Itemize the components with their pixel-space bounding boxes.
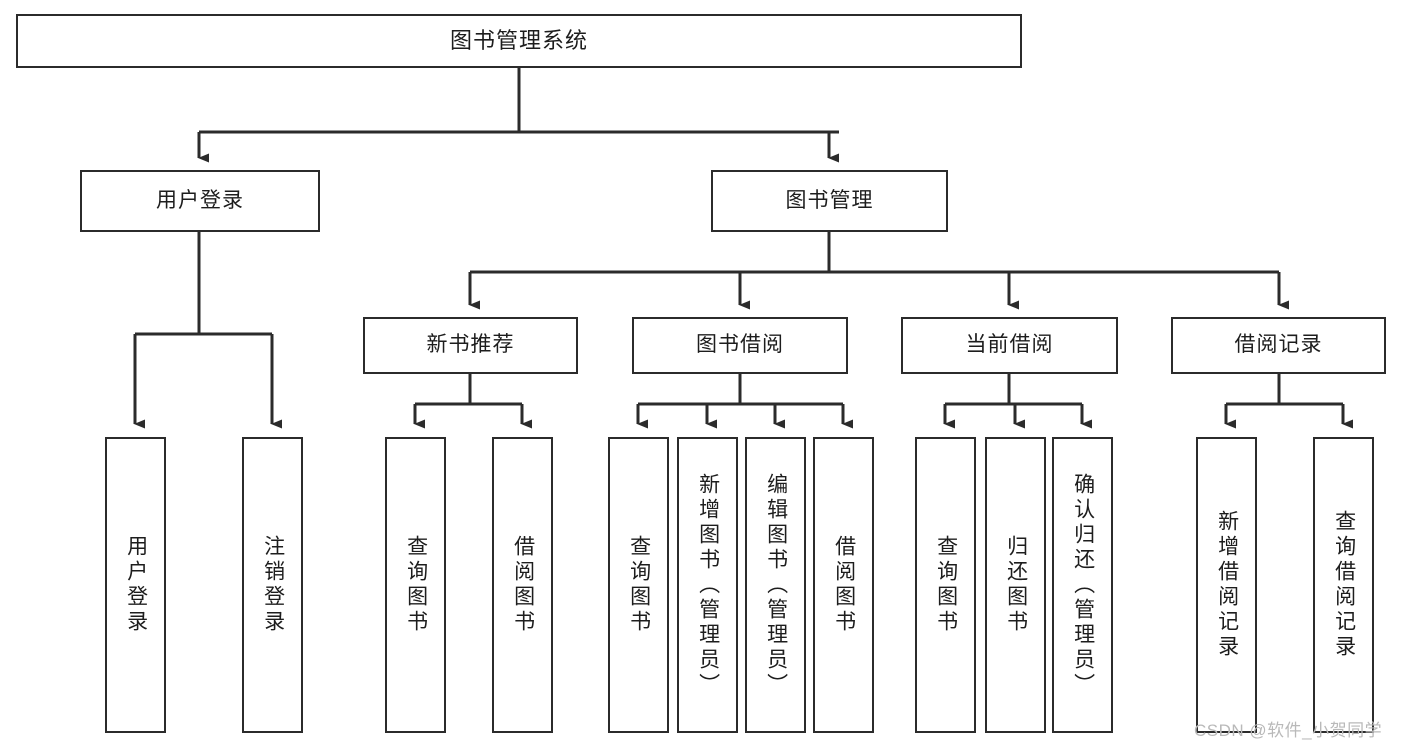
node-leaf-edit-book-label: 编辑图书（管理员） [764,472,788,698]
node-leaf-query-book-1[interactable]: 查询图书 [385,437,446,733]
node-leaf-return-book[interactable]: 归还图书 [985,437,1046,733]
csdn-watermark: CSDN @软件_小贺同学 [1194,721,1383,740]
node-current-borrow-label: 当前借阅 [965,333,1054,357]
node-leaf-borrow-book-2[interactable]: 借阅图书 [813,437,874,733]
node-leaf-confirm-return[interactable]: 确认归还（管理员） [1052,437,1113,733]
node-leaf-borrow-book-2-label: 借阅图书 [832,535,856,635]
node-book-management-label: 图书管理 [785,188,874,212]
node-leaf-return-book-label: 归还图书 [1004,535,1028,635]
node-leaf-query-book-2[interactable]: 查询图书 [608,437,669,733]
node-leaf-user-login-label: 用户登录 [124,535,148,635]
node-leaf-query-book-3[interactable]: 查询图书 [915,437,976,733]
node-leaf-query-record-label: 查询借阅记录 [1332,510,1356,660]
node-leaf-add-record-label: 新增借阅记录 [1215,510,1239,660]
node-user-login[interactable]: 用户登录 [80,170,320,232]
node-book-borrow-label: 图书借阅 [696,333,784,357]
node-borrow-record-label: 借阅记录 [1234,333,1323,357]
node-leaf-borrow-book-1[interactable]: 借阅图书 [492,437,553,733]
node-leaf-query-book-3-label: 查询图书 [934,535,958,635]
node-book-borrow[interactable]: 图书借阅 [632,317,848,374]
node-new-book-recommend[interactable]: 新书推荐 [363,317,578,374]
node-leaf-edit-book[interactable]: 编辑图书（管理员） [745,437,806,733]
node-new-book-recommend-label: 新书推荐 [426,333,515,357]
node-leaf-query-book-1-label: 查询图书 [404,535,428,635]
node-leaf-user-login[interactable]: 用户登录 [105,437,166,733]
node-borrow-record[interactable]: 借阅记录 [1171,317,1386,374]
node-root-label: 图书管理系统 [449,28,588,54]
node-leaf-add-book[interactable]: 新增图书（管理员） [677,437,738,733]
node-leaf-confirm-return-label: 确认归还（管理员） [1071,472,1095,698]
node-book-management[interactable]: 图书管理 [711,170,948,232]
node-current-borrow[interactable]: 当前借阅 [901,317,1118,374]
node-leaf-query-record[interactable]: 查询借阅记录 [1313,437,1374,733]
node-leaf-logout[interactable]: 注销登录 [242,437,303,733]
node-root[interactable]: 图书管理系统 [16,14,1022,68]
node-leaf-borrow-book-1-label: 借阅图书 [511,535,535,635]
node-leaf-query-book-2-label: 查询图书 [627,535,651,635]
node-leaf-add-record[interactable]: 新增借阅记录 [1196,437,1257,733]
node-leaf-add-book-label: 新增图书（管理员） [696,472,720,698]
node-user-login-label: 用户登录 [156,188,244,212]
node-leaf-logout-label: 注销登录 [261,535,285,635]
